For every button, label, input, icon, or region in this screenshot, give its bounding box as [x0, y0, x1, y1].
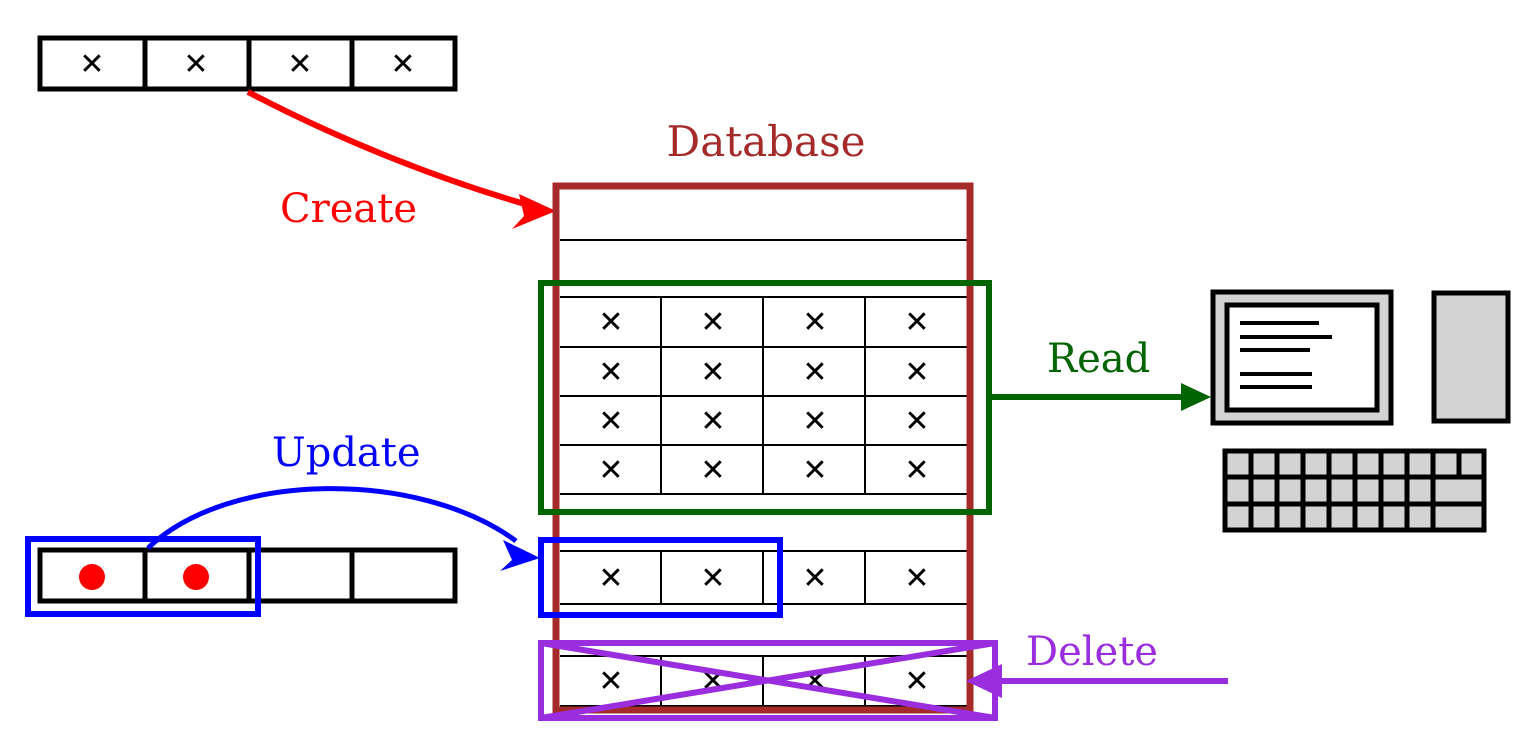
cell-mark: ✕ — [598, 404, 623, 439]
computer-tower — [1431, 290, 1511, 424]
create-record-row: ✕ ✕ ✕ ✕ — [37, 35, 458, 92]
cell-mark: ✕ — [287, 47, 312, 82]
cell-mark: ✕ — [904, 305, 929, 340]
cell-mark: ✕ — [700, 404, 725, 439]
modified-value-dot — [183, 564, 209, 590]
cell-mark: ✕ — [802, 404, 827, 439]
cell-mark: ✕ — [802, 305, 827, 340]
cell-mark: ✕ — [183, 47, 208, 82]
update-label: Update — [272, 430, 421, 476]
database-boundary — [552, 182, 974, 714]
update-arrow — [146, 486, 540, 571]
delete-label: Delete — [1026, 629, 1158, 675]
delete-strike-line — [540, 640, 996, 721]
cell-mark: ✕ — [904, 561, 929, 596]
cell-mark: ✕ — [598, 355, 623, 390]
read-label: Read — [1047, 336, 1150, 382]
delete-arrow — [966, 664, 1228, 698]
database-title: Database — [667, 117, 866, 166]
cell-mark: ✕ — [904, 404, 929, 439]
cell-mark: ✕ — [598, 453, 623, 488]
monitor-screen — [1224, 302, 1380, 413]
cell-mark: ✕ — [904, 664, 929, 699]
cell-mark: ✕ — [904, 355, 929, 390]
cell-mark: ✕ — [598, 305, 623, 340]
read-arrow — [989, 383, 1211, 411]
create-arrow — [246, 89, 556, 229]
modified-value-dot — [79, 564, 105, 590]
cell-mark: ✕ — [904, 453, 929, 488]
update-target-highlight-box — [538, 537, 783, 618]
cell-mark: ✕ — [700, 561, 725, 596]
database-cell-marks: ✕ ✕ ✕ ✕ ✕ ✕ ✕ ✕ ✕ ✕ ✕ ✕ ✕ ✕ ✕ ✕ ✕ ✕ ✕ ✕ … — [598, 305, 929, 699]
computer-workstation — [1210, 289, 1511, 533]
delete-highlight — [538, 640, 998, 721]
cell-mark: ✕ — [700, 355, 725, 390]
update-source-highlight-box — [25, 536, 261, 617]
create-label: Create — [280, 186, 417, 232]
keyboard — [1222, 448, 1487, 533]
cell-mark: ✕ — [700, 453, 725, 488]
cell-mark: ✕ — [598, 561, 623, 596]
cell-mark: ✕ — [802, 355, 827, 390]
monitor-screen-text-lines — [1240, 321, 1332, 389]
cell-mark: ✕ — [802, 561, 827, 596]
cell-mark: ✕ — [700, 305, 725, 340]
update-record-row — [37, 547, 458, 604]
cell-mark: ✕ — [802, 453, 827, 488]
cell-mark: ✕ — [390, 47, 415, 82]
cell-mark: ✕ — [79, 47, 104, 82]
cell-mark: ✕ — [598, 664, 623, 699]
